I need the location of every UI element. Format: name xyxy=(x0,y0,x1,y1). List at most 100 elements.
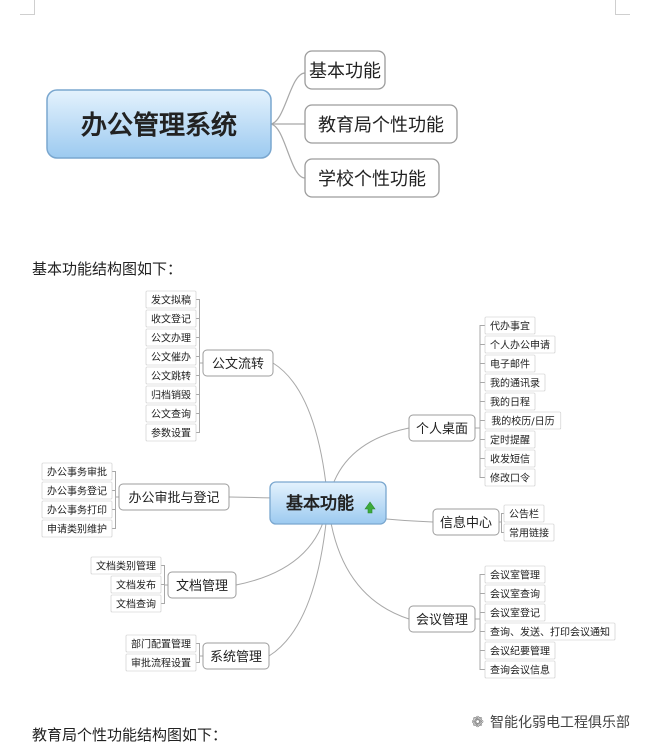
leaf-node: 办公事务打印 xyxy=(41,500,113,519)
overview-connectors xyxy=(269,72,306,179)
leaf-label: 会议纪要管理 xyxy=(490,645,550,658)
overview-center-node: 办公管理系统 xyxy=(46,89,272,159)
branch-node-wdgl: 文档管理 xyxy=(167,571,237,599)
leaf-label: 办公事务打印 xyxy=(47,504,107,517)
leaf-label: 查询会议信息 xyxy=(490,664,550,677)
leaf-node: 查询会议信息 xyxy=(484,660,556,679)
leaf-node: 个人办公申请 xyxy=(484,335,556,354)
connector-line xyxy=(268,502,329,657)
leaf-label: 常用链接 xyxy=(509,527,549,540)
leaf-node: 文档发布 xyxy=(110,575,162,594)
leaf-node: 收发短信 xyxy=(484,449,536,468)
branch-label: 系统管理 xyxy=(210,650,262,665)
connector-line xyxy=(161,584,168,604)
basic-map-nodes: 公文流转发文拟稿收文登记公文办理公文催办公文跳转归档销毁公文查询参数设置办公审批… xyxy=(41,290,616,679)
branch-node-xxzx: 信息中心 xyxy=(432,508,500,536)
leaf-label: 办公事务登记 xyxy=(47,485,107,498)
leaf-node: 公告栏 xyxy=(503,504,545,523)
leaf-node: 收文登记 xyxy=(145,309,197,328)
branch-label: 文档管理 xyxy=(176,579,228,594)
leaf-label: 申请类别维护 xyxy=(47,523,107,536)
leaf-label: 会议室登记 xyxy=(490,607,540,620)
leaf-node: 我的通讯录 xyxy=(484,373,546,392)
leaf-node: 文档查询 xyxy=(110,594,162,613)
leaf-node: 办公事务登记 xyxy=(41,481,113,500)
branch-node-bgsp: 办公审批与登记 xyxy=(118,483,230,511)
leaf-label: 我的校历/日历 xyxy=(491,415,554,428)
leaf-node: 我的校历/日历 xyxy=(484,411,562,430)
leaf-label: 查询、发送、打印会议通知 xyxy=(490,626,610,639)
leaf-node: 会议室管理 xyxy=(484,565,546,584)
connector-line xyxy=(196,655,203,663)
leaf-label: 审批流程设置 xyxy=(131,657,191,670)
leaf-node: 申请类别维护 xyxy=(41,519,113,538)
leaf-label: 公文办理 xyxy=(151,332,191,345)
leaf-node: 部门配置管理 xyxy=(125,634,197,653)
branch-label: 公文流转 xyxy=(212,357,264,372)
leaf-node: 会议室查询 xyxy=(484,584,546,603)
system-overview-mindmap: 办公管理系统 基本功能 教育局个性功能 学校个性功能 xyxy=(46,50,458,198)
leaf-node: 常用链接 xyxy=(503,523,555,542)
leaf-label: 发文拟稿 xyxy=(151,294,191,307)
leaf-label: 收文登记 xyxy=(151,313,191,326)
overview-branch-label: 基本功能 xyxy=(309,61,381,82)
leaf-node: 审批流程设置 xyxy=(125,653,197,672)
leaf-label: 归档销毁 xyxy=(151,389,191,402)
leaf-label: 参数设置 xyxy=(151,427,191,440)
leaf-node: 会议纪要管理 xyxy=(484,641,556,660)
leaf-node: 定时提醒 xyxy=(484,430,536,449)
connector-line xyxy=(112,490,119,498)
connector-line xyxy=(475,420,485,429)
leaf-label: 我的通讯录 xyxy=(490,377,540,390)
branch-node-xtgl: 系统管理 xyxy=(202,642,270,670)
connector-line xyxy=(475,612,485,620)
basic-map-center-node: 基本功能 xyxy=(269,481,387,525)
leaf-node: 公文办理 xyxy=(145,328,197,347)
leaf-label: 部门配置管理 xyxy=(131,638,191,651)
overview-branch-basic: 基本功能 xyxy=(304,50,386,90)
leaf-label: 文档发布 xyxy=(116,579,156,592)
leaf-label: 会议室查询 xyxy=(490,588,540,601)
branch-node-gwlz: 公文流转 xyxy=(202,349,274,377)
leaf-label: 公告栏 xyxy=(509,508,539,521)
overview-center-label: 办公管理系统 xyxy=(81,110,237,141)
leaf-label: 修改口令 xyxy=(490,472,530,485)
connector-line xyxy=(112,496,119,529)
branch-label: 办公审批与登记 xyxy=(128,491,219,506)
leaf-node: 发文拟稿 xyxy=(145,290,197,309)
leaf-node: 公文查询 xyxy=(145,404,197,423)
wechat-icon: ❁ xyxy=(471,713,484,731)
leaf-label: 代办事宜 xyxy=(490,320,530,333)
green-arrow-icon xyxy=(364,501,376,514)
leaf-node: 文档类别管理 xyxy=(90,556,162,575)
leaf-label: 会议室管理 xyxy=(490,569,540,582)
leaf-label: 文档类别管理 xyxy=(96,560,156,573)
leaf-label: 公文查询 xyxy=(151,408,191,421)
leaf-label: 收发短信 xyxy=(490,453,530,466)
leaf-node: 办公事务审批 xyxy=(41,462,113,481)
connector-line xyxy=(196,362,203,433)
leaf-node: 我的日程 xyxy=(484,392,536,411)
branch-node-hygl: 会议管理 xyxy=(408,605,476,633)
overview-branch-label: 学校个性功能 xyxy=(318,169,426,190)
leaf-node: 修改口令 xyxy=(484,468,536,487)
leaf-node: 参数设置 xyxy=(145,423,197,442)
leaf-node: 查询、发送、打印会议通知 xyxy=(484,622,616,641)
connector-line xyxy=(196,356,203,364)
page-corner-top-left xyxy=(20,0,35,15)
branch-node-grzm: 个人桌面 xyxy=(408,414,476,442)
leaf-node: 公文催办 xyxy=(145,347,197,366)
basic-map-center-label: 基本功能 xyxy=(285,493,354,514)
caption-edu: 教育局个性功能结构图如下： xyxy=(32,726,228,744)
leaf-label: 公文催办 xyxy=(151,351,191,364)
branch-label: 信息中心 xyxy=(440,515,492,531)
connector-line xyxy=(161,565,168,586)
leaf-label: 个人办公申请 xyxy=(490,339,550,352)
leaf-label: 办公事务审批 xyxy=(47,466,107,479)
watermark: ❁ 智能化弱电工程俱乐部 xyxy=(471,712,630,732)
leaf-node: 代办事宜 xyxy=(484,316,536,335)
leaf-node: 电子邮件 xyxy=(484,354,536,373)
connector-line xyxy=(475,618,485,670)
connector-line xyxy=(475,427,485,478)
connector-line xyxy=(196,643,203,657)
